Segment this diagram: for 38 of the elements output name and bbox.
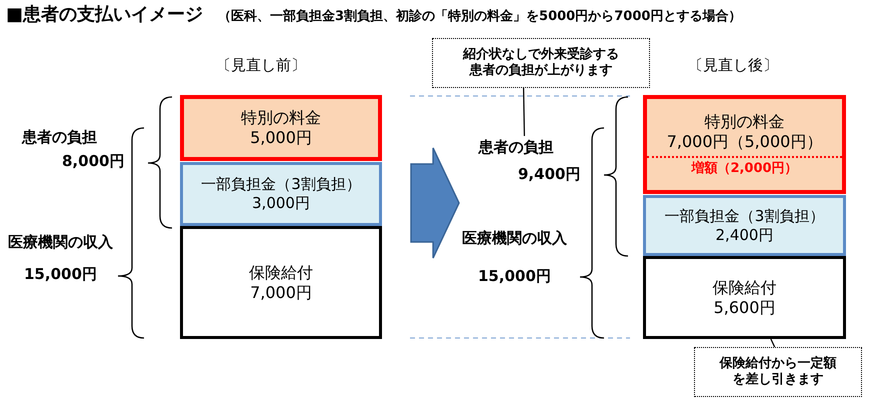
- fee-box: [180, 95, 382, 161]
- column-heading: 〔見直し前〕: [216, 56, 306, 75]
- box-text: 紹介状なしで外来受診する患者の負担が上がります: [462, 46, 620, 80]
- amount-label: 15,000円: [478, 267, 551, 286]
- block-arrow: [410, 147, 460, 259]
- label-text: 患者の負担: [22, 128, 97, 147]
- amount-label: 9,400円: [518, 165, 580, 184]
- insurance-box: [643, 256, 846, 339]
- box-heading: 特別の料金: [241, 108, 321, 128]
- box-text: 5,600円: [714, 298, 776, 318]
- label-text: 医療機関の収入: [462, 229, 567, 248]
- column-heading: 〔見直し後〕: [688, 56, 778, 75]
- callout-box: [694, 347, 862, 397]
- box-heading: 保険給付: [249, 262, 313, 282]
- amount-label: 8,000円: [62, 152, 124, 171]
- label-text: 医療機関の収入: [8, 233, 113, 252]
- box-text: 7,000円: [250, 282, 312, 302]
- copay-box: [180, 162, 382, 226]
- box-text: 保険給付から一定額を差し引きます: [718, 356, 838, 388]
- box-heading: 保険給付: [712, 278, 776, 298]
- box-heading: 特別の料金: [704, 112, 784, 132]
- box-text: 2,400円: [716, 226, 774, 244]
- subtitle: （医科、一部負担金3割負担、初診の「特別の料金」を5000円から7000円とする場合）: [218, 8, 742, 25]
- box-heading: 一部負担金（3割負担）: [201, 175, 361, 194]
- box-heading: 一部負担金（3割負担）: [664, 206, 824, 226]
- box-text: 3,000円: [252, 194, 310, 213]
- title: ■患者の支払いイメージ: [6, 3, 204, 26]
- insurance-box: [180, 226, 382, 339]
- increase-note: 増額（2,000円）: [647, 156, 842, 178]
- copay-box: [643, 195, 846, 256]
- box-text: 5,000円: [250, 128, 312, 148]
- callout-box: [432, 38, 650, 88]
- leader-line: [770, 338, 776, 348]
- leader-line: [522, 88, 525, 136]
- fee-box: [643, 95, 846, 194]
- amount-label: 15,000円: [24, 265, 97, 284]
- label-text: 患者の負担: [474, 136, 558, 158]
- box-text: 7,000円（5,000円）: [666, 132, 822, 152]
